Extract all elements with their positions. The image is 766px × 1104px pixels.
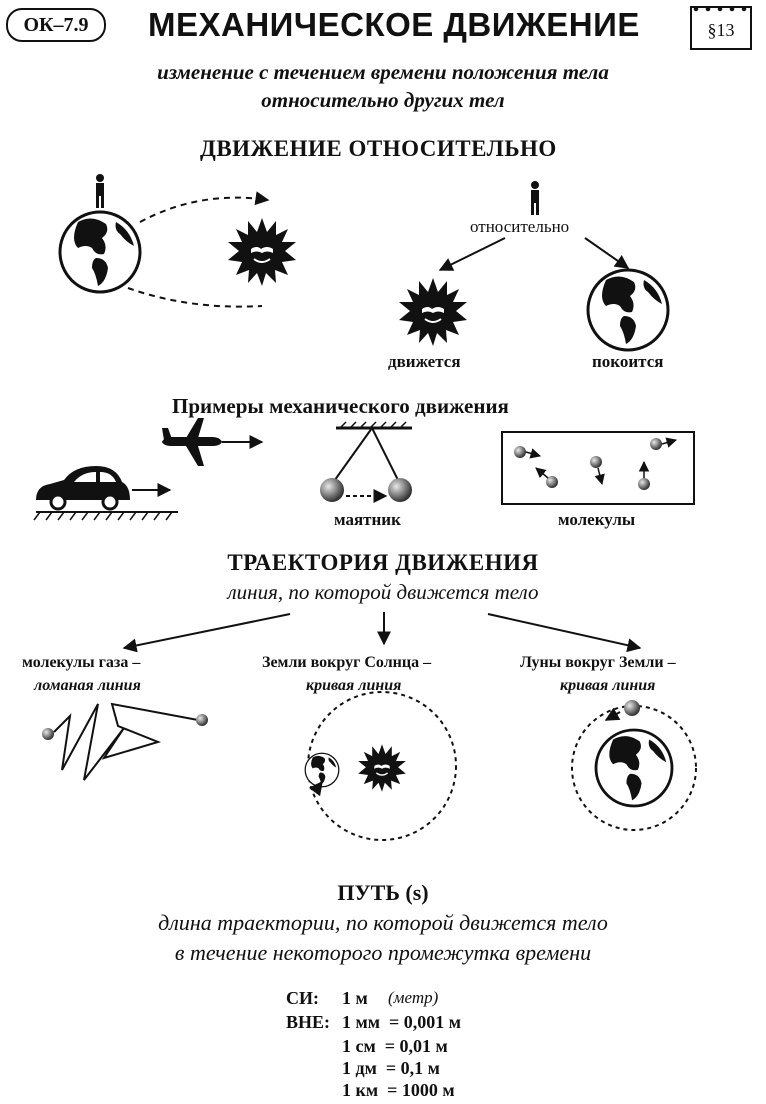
sun-icon (227, 217, 297, 287)
arrow-moon-earth (487, 613, 642, 653)
pendulum-icon (320, 421, 412, 503)
rests-label: покоится (592, 352, 664, 371)
earth-title: Земли вокруг Солнца – (262, 654, 432, 671)
conversion-row: 1 км = 1000 м (342, 1080, 455, 1100)
conversion-row: 1 см = 0,01 м (342, 1036, 448, 1056)
earth-icon (586, 268, 670, 352)
path-definition-line-2: в течение некоторого промежутка времени (174, 940, 592, 965)
pendulum-label: маятник (334, 510, 401, 529)
earth-icon (594, 728, 674, 808)
earth-orbit-arrow (308, 780, 323, 797)
definition-line-1: изменение с течением времени положения т… (157, 60, 609, 84)
earth-type: кривая линия (306, 677, 402, 694)
person-icon (96, 174, 104, 208)
code-badge: ОК–7.9 (6, 8, 106, 42)
gas-title: молекулы газа – (22, 654, 141, 671)
arrow-gas (122, 613, 291, 653)
broken-line-trajectory (42, 702, 208, 781)
earth-icon (58, 210, 142, 294)
gas-type: ломаная линия (34, 677, 141, 694)
si-unit-name: (метр) (388, 988, 439, 1007)
path-heading: ПУТЬ (s) (337, 880, 429, 905)
conversion-row: 1 дм = 0,1 м (342, 1058, 440, 1078)
relative-label: относительно (470, 217, 570, 236)
definition-line-2: относительно других тел (261, 88, 505, 112)
earth-icon (304, 752, 340, 788)
trajectory-heading: ТРАЕКТОРИЯ ДВИЖЕНИЯ (227, 550, 539, 575)
moon-title: Луны вокруг Земли – (520, 654, 676, 671)
non-si-prefix: ВНЕ: (286, 1012, 331, 1032)
moon-type: кривая линия (560, 677, 656, 694)
moon-icon (624, 700, 640, 716)
examples-heading: Примеры механического движения (172, 394, 509, 418)
relative-heading: ДВИЖЕНИЕ ОТНОСИТЕЛЬНО (200, 136, 557, 161)
moves-label: движется (388, 352, 461, 371)
motion-arrow (139, 191, 270, 223)
molecules-box (501, 431, 695, 505)
conversion-row: 1 мм = 0,001 м (342, 1012, 462, 1032)
molecule-icon (514, 437, 678, 490)
arrow-to-earth (584, 237, 630, 269)
trajectory-definition: линия, по которой движется тело (227, 580, 539, 604)
person-icon (531, 181, 539, 215)
sun-icon (357, 743, 407, 793)
page-title: МЕХАНИЧЕСКОЕ ДВИЖЕНИЕ (148, 6, 640, 43)
molecules-label: молекулы (558, 510, 636, 529)
section-badge: §13 (690, 6, 752, 50)
orbit-dashed-line (127, 287, 263, 308)
moon-orbit-arrow (604, 707, 621, 721)
si-value: 1 м (342, 988, 368, 1008)
airplane-icon (162, 418, 222, 466)
road-hatching (33, 511, 173, 521)
arrow-to-sun (438, 237, 506, 271)
path-definition-line-1: длина траектории, по которой движется те… (158, 910, 608, 935)
si-prefix: СИ: (286, 988, 319, 1008)
car-icon (36, 466, 130, 511)
sun-icon (398, 277, 468, 347)
